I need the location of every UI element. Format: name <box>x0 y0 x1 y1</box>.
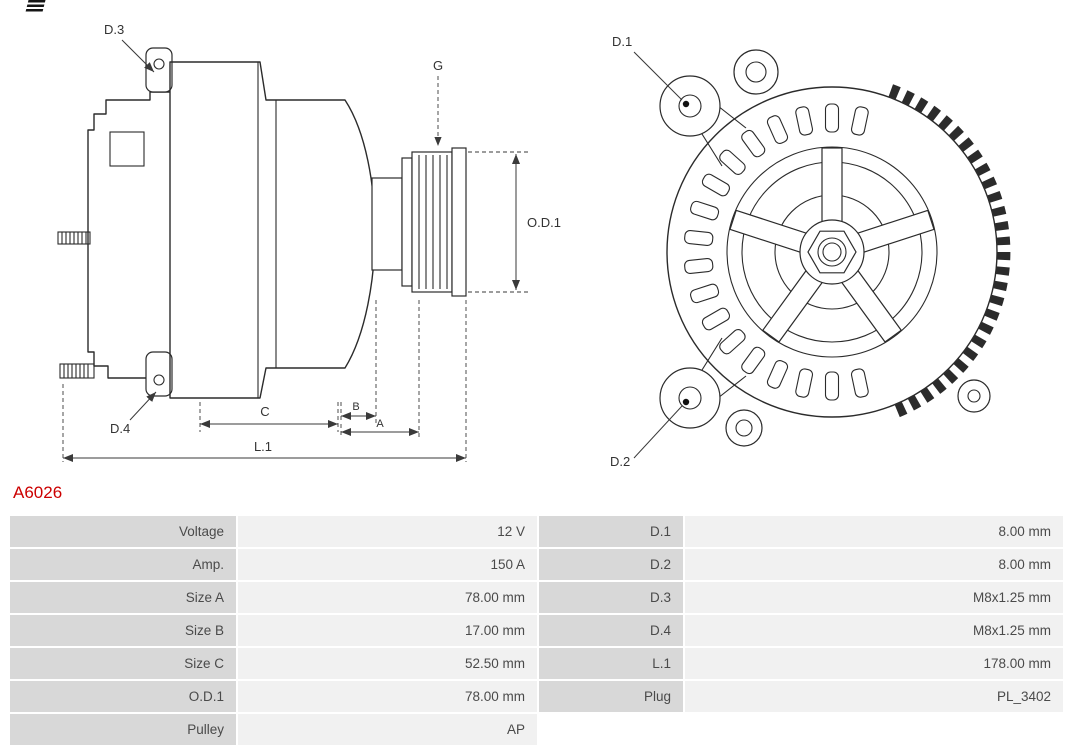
spec-label: Size C <box>10 648 236 679</box>
bottom-mount-lug <box>145 351 173 397</box>
housing-teeth <box>888 84 1011 420</box>
spec-label: L.1 <box>539 648 683 679</box>
spec-label: O.D.1 <box>10 681 236 712</box>
spec-value: M8x1.25 mm <box>685 615 1063 646</box>
spec-value: PL_3402 <box>685 681 1063 712</box>
spec-label: Plug <box>539 681 683 712</box>
spec-value: M8x1.25 mm <box>685 582 1063 613</box>
spec-label: Pulley <box>10 714 236 745</box>
spec-value-empty <box>685 714 1063 745</box>
spec-table: Voltage 12 V D.1 8.00 mm Amp. 150 A D.2 … <box>10 516 1063 745</box>
dim-label-a: A <box>376 418 384 430</box>
spec-value: 17.00 mm <box>238 615 537 646</box>
front-housing <box>666 86 998 418</box>
spec-value: 12 V <box>238 516 537 547</box>
spec-label: D.1 <box>539 516 683 547</box>
spec-value: 52.50 mm <box>238 648 537 679</box>
mount-ear-top2 <box>733 49 779 95</box>
main-body <box>169 61 376 399</box>
dim-label-c: C <box>260 404 269 419</box>
dim-label-b: B <box>352 401 359 413</box>
vent-slots <box>684 103 869 401</box>
shaft-boss <box>371 177 403 271</box>
spec-value: 8.00 mm <box>685 516 1063 547</box>
spec-label: D.2 <box>539 549 683 580</box>
spec-label: Size A <box>10 582 236 613</box>
dimension-lines <box>62 39 530 462</box>
spec-value: 8.00 mm <box>685 549 1063 580</box>
spec-label-empty <box>539 714 683 745</box>
spec-value: 150 A <box>238 549 537 580</box>
fan-spokes <box>729 147 935 343</box>
spec-label: Size B <box>10 615 236 646</box>
spec-value: AP <box>238 714 537 745</box>
spec-value: 178.00 mm <box>685 648 1063 679</box>
dim-label-d4: D.4 <box>110 421 130 436</box>
mount-ear-bottom2 <box>725 409 763 447</box>
mount-ear-top <box>659 75 721 137</box>
spec-label: Amp. <box>10 549 236 580</box>
dim-label-l1: L.1 <box>254 439 272 454</box>
terminal-stud <box>57 231 91 245</box>
rear-detail <box>109 131 145 167</box>
dim-label-d3: D.3 <box>104 22 124 37</box>
spec-label: D.3 <box>539 582 683 613</box>
spec-value: 78.00 mm <box>238 681 537 712</box>
mount-lug-right <box>957 379 991 413</box>
shaft-nut <box>807 230 857 274</box>
top-mount-lug <box>145 47 173 93</box>
dim-label-d2: D.2 <box>610 454 630 469</box>
spec-value: 78.00 mm <box>238 582 537 613</box>
part-number: A6026 <box>13 483 63 502</box>
spec-label: D.4 <box>539 615 683 646</box>
mount-ear-bottom <box>659 367 721 429</box>
dim-label-od1: O.D.1 <box>527 215 561 230</box>
dim-label-d1: D.1 <box>612 34 632 49</box>
pulley-side <box>401 147 467 297</box>
technical-drawing: D.3 G O.D.1 D.4 C B A L.1 <box>57 22 1011 469</box>
front-view <box>659 49 1011 447</box>
rear-housing <box>87 91 170 391</box>
spec-label: Voltage <box>10 516 236 547</box>
side-view: D.3 G O.D.1 D.4 C B A L.1 <box>57 22 561 462</box>
mount-stud <box>59 363 95 379</box>
dim-label-g: G <box>433 58 443 73</box>
